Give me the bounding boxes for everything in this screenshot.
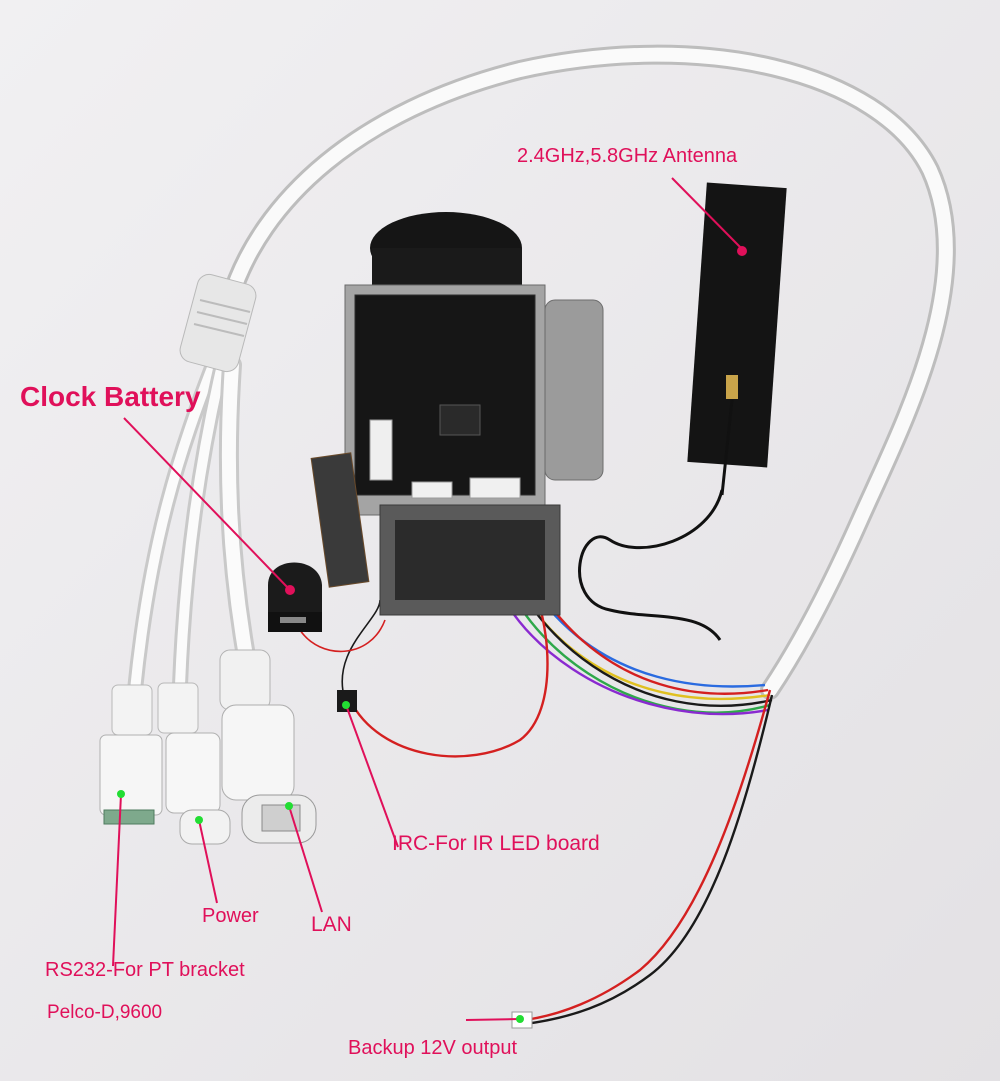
rs232-label: RS232-For PT bracket	[45, 959, 245, 981]
clock-battery-label: Clock Battery	[20, 381, 201, 412]
antenna	[687, 182, 787, 496]
power-connector	[157, 682, 231, 845]
clock-battery	[268, 562, 322, 632]
antenna-label: 2.4GHz,5.8GHz Antenna	[517, 145, 738, 167]
camera-module	[310, 212, 604, 616]
cable-boot	[179, 273, 257, 373]
rs232-connector	[99, 684, 163, 825]
irc-label: IRC-For IR LED board	[392, 832, 600, 855]
power-label: Power	[202, 905, 259, 927]
lan-label: LAN	[311, 913, 352, 936]
white-cable	[127, 44, 956, 700]
pelco-label: Pelco-D,9600	[47, 1002, 163, 1023]
backup-output-label: Backup 12V output	[348, 1037, 518, 1059]
annotation-pointers	[112, 177, 743, 1021]
marker-dots	[117, 246, 747, 1023]
lan-connector	[219, 649, 317, 844]
irc-connector	[337, 690, 357, 712]
